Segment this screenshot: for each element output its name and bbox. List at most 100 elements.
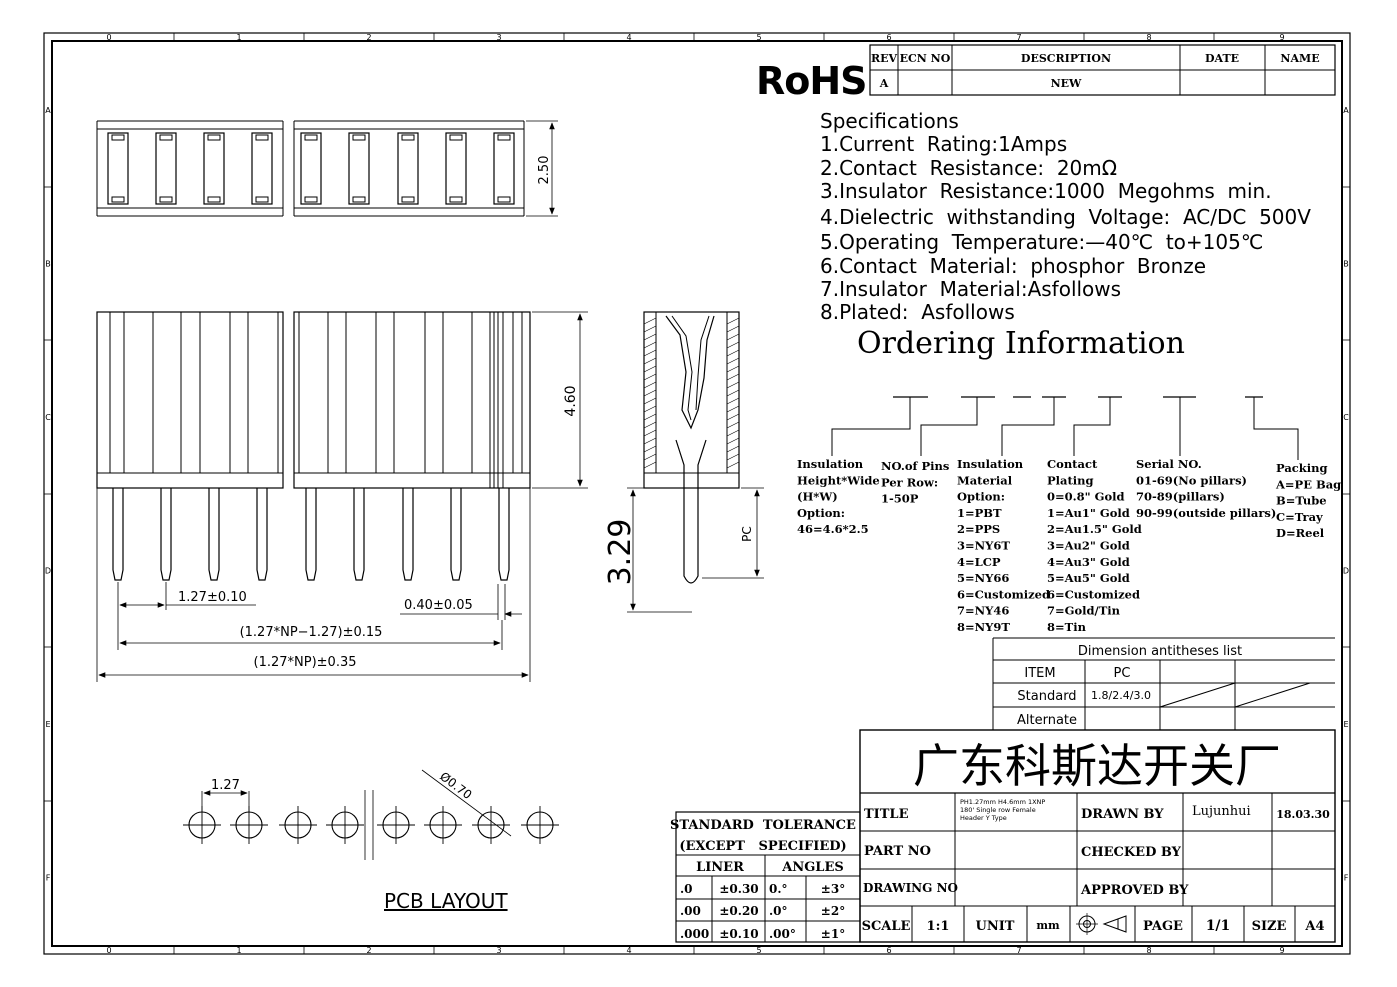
- hatch-line: [726, 453, 740, 461]
- dimension-pin-width: 0.40±0.05: [400, 584, 522, 620]
- ordering-title: Ordering Information: [857, 326, 1185, 361]
- dim-pin-width-label: 0.40±0.05: [404, 598, 473, 613]
- ordering-line: Plating: [1047, 473, 1094, 487]
- ordering-line: 6=Customized: [1047, 587, 1140, 601]
- hatch-line: [726, 381, 740, 389]
- pcb-pitch-label: 1.27: [211, 778, 240, 793]
- ordering-line: 1-50P: [881, 492, 919, 506]
- slot-detail: [207, 134, 221, 141]
- hatch-line: [726, 333, 740, 341]
- slot-detail: [255, 134, 269, 141]
- spec-item: 8.Plated: Asfollows: [820, 300, 1015, 324]
- alternate-label: Alternate: [1017, 713, 1077, 728]
- hatch-line: [643, 389, 657, 397]
- hatch-line: [643, 341, 657, 349]
- ordering-line: D=Reel: [1276, 526, 1325, 540]
- zone-column-label: 5: [756, 33, 761, 42]
- description-header: DESCRIPTION: [1021, 52, 1111, 65]
- pin: [112, 488, 124, 581]
- dimension-4-60: 4.60: [532, 311, 588, 489]
- ordering-line: NO.of Pins: [881, 459, 949, 473]
- zone-row-label: E: [1343, 720, 1348, 729]
- title-text-line: Header Y Type: [960, 814, 1007, 822]
- hatch-line: [643, 413, 657, 421]
- hatch-line: [726, 421, 740, 429]
- slot-detail: [255, 196, 269, 203]
- zone-column-label: 8: [1146, 33, 1151, 42]
- zone-column-label: 1: [236, 33, 241, 42]
- hatch-line: [726, 349, 740, 357]
- ordering-line: 5=NY66: [957, 571, 1009, 585]
- contact-slot: [155, 132, 177, 205]
- tolerance-cell: .00°: [769, 927, 796, 941]
- pcb-layout: 1.27 Ø0.70 PCB LAYOUT: [183, 769, 559, 913]
- spec-item: 1.Current Rating:1Amps: [820, 132, 1067, 156]
- hatch-line: [643, 333, 657, 341]
- ordering-line: 0=0.8" Gold: [1047, 490, 1125, 504]
- slot-detail: [304, 134, 318, 141]
- pin: [498, 488, 510, 581]
- dimension-3-29: 3.29: [603, 487, 692, 613]
- zone-column-label: 8: [1146, 946, 1151, 955]
- top-view: [96, 120, 525, 217]
- unit-label: UNIT: [976, 919, 1015, 934]
- specifications: Specifications 1.Current Rating:1Amps 2.…: [820, 109, 1311, 324]
- ordering-line: Insulation: [797, 457, 864, 471]
- scale-label: SCALE: [862, 919, 911, 934]
- hatch-line: [726, 429, 740, 437]
- ordering-line: 01-69(No pillars): [1136, 473, 1247, 487]
- contact-slot: [203, 132, 225, 205]
- zone-row-label: A: [45, 106, 51, 115]
- hatch-line: [643, 365, 657, 373]
- front-view: [96, 311, 531, 581]
- zone-row-label: D: [45, 567, 51, 576]
- hatch-line: [643, 429, 657, 437]
- zone-row-label: A: [1343, 106, 1349, 115]
- zone-row-label: E: [45, 720, 50, 729]
- tolerance-cell: ±0.20: [719, 904, 758, 918]
- zone-row-label: B: [45, 260, 51, 269]
- ordering-line: 46=4.6*2.5: [797, 522, 869, 536]
- dimension-pc: PC: [702, 487, 764, 579]
- side-view: [643, 311, 740, 584]
- ordering-line: 3=Au2" Gold: [1047, 539, 1130, 553]
- tolerance-cell: 0.°: [769, 882, 788, 896]
- hatch-line: [726, 445, 740, 453]
- ordering-line: (H*W): [797, 490, 838, 504]
- size-value: A4: [1304, 919, 1324, 934]
- slot-detail: [207, 196, 221, 203]
- ordering-line: 7=NY46: [957, 604, 1009, 618]
- size-label: SIZE: [1252, 919, 1287, 934]
- pin: [305, 488, 317, 581]
- ordering-line: 4=LCP: [957, 555, 1001, 569]
- zone-column-label: 1: [236, 946, 241, 955]
- zone-column-label: 4: [626, 33, 631, 42]
- checked-by-label: CHECKED BY: [1081, 845, 1182, 860]
- slot-detail: [449, 134, 463, 141]
- pin: [402, 488, 414, 581]
- zone-column-label: 9: [1279, 946, 1284, 955]
- page-value: 1/1: [1206, 918, 1231, 934]
- tolerance-title: STANDARD TOLERANCE: [670, 818, 856, 833]
- dimension-overall: (1.27*NP)±0.35: [96, 488, 531, 682]
- zone-column-label: 3: [496, 33, 501, 42]
- contact-slot: [107, 132, 129, 205]
- approved-by-label: APPROVED BY: [1080, 883, 1189, 898]
- ordering-leader: [1073, 397, 1111, 456]
- tolerance-subtitle: (EXCEPT SPECIFIED): [679, 839, 846, 854]
- tolerance-cell: .0°: [769, 904, 788, 918]
- hatch-line: [726, 461, 740, 469]
- ordering-line: Material: [957, 473, 1013, 487]
- ordering-line: Serial NO.: [1136, 457, 1202, 471]
- liner-header: LINER: [696, 860, 744, 875]
- hatch-line: [726, 357, 740, 365]
- ordering-line: C=Tray: [1276, 510, 1323, 524]
- pin: [450, 488, 462, 581]
- dimension-2-50: 2.50: [526, 120, 558, 217]
- dim-2-50-label: 2.50: [537, 156, 552, 185]
- hatch-line: [726, 325, 740, 333]
- company-name: 广东科斯达开关厂: [913, 739, 1281, 793]
